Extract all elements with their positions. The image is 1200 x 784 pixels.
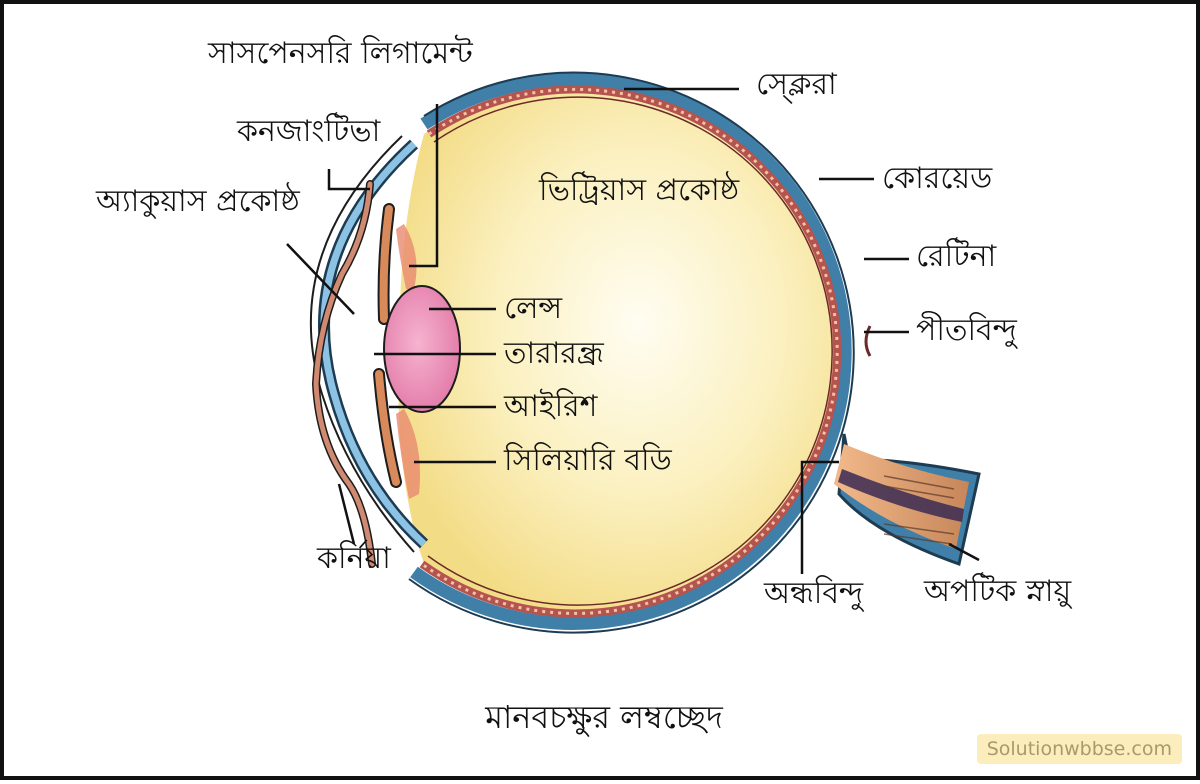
optic-nerve-shape <box>834 433 981 566</box>
label-sclera: স্ক্লেরা <box>756 67 837 102</box>
label-lens: লেন্স <box>504 291 563 326</box>
eye-cross-section-illustration <box>286 71 981 634</box>
retina-layer <box>427 96 833 606</box>
label-vitreous-chamber: ভিট্রিয়াস প্রকোষ্ঠ <box>539 173 740 208</box>
watermark: Solutionwbbse.com <box>976 734 1182 764</box>
conjunctiva-shape <box>311 180 376 568</box>
label-retina: রেটিনা <box>916 239 997 274</box>
iris-shape <box>373 203 402 488</box>
label-pupil: তারারন্ধ্র <box>504 336 604 371</box>
label-suspensory-ligament: সাসপেনসরি লিগামেন্ট <box>208 36 473 71</box>
label-conjunctiva: কনজাংটিভা <box>237 114 381 149</box>
label-aqueous-chamber: অ্যাকুয়াস প্রকোষ্ঠ <box>96 184 300 219</box>
label-leader-lines <box>286 87 980 574</box>
yellow-spot-notch <box>864 325 872 357</box>
diagram-caption: মানবচক্ষুর লম্বচ্ছেদ <box>485 698 723 736</box>
vitreous-body <box>398 87 836 612</box>
label-cornea: কর্নিয়া <box>317 541 391 576</box>
lens-shape <box>383 285 461 413</box>
label-yellow-spot: পীতবিন্দু <box>916 313 1017 348</box>
sclera-layer <box>410 72 852 630</box>
label-optic-nerve: অপটিক স্নায়ু <box>924 574 1072 609</box>
ciliary-body-shape <box>396 224 420 499</box>
label-ciliary-body: সিলিয়ারি বডি <box>504 443 672 478</box>
label-choroid: কোরয়েড <box>882 161 993 196</box>
label-iris: আইরিশ <box>504 389 598 424</box>
label-blind-spot: অন্ধবিন্দু <box>764 576 864 611</box>
